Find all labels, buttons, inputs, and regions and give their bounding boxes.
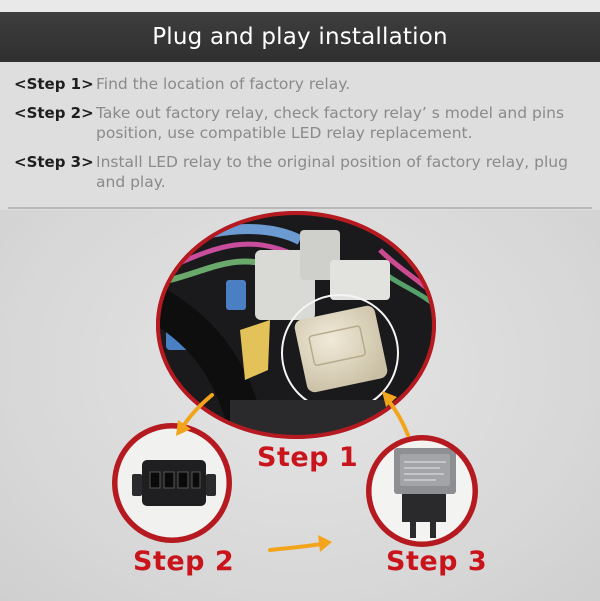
relay-pins-photo: [112, 423, 232, 543]
led-relay-photo: [366, 435, 478, 547]
steps-list: <Step 1> Find the location of factory re…: [14, 74, 594, 201]
step-1-label: Step 1: [257, 442, 359, 473]
installation-illustration: Step 1 Step 2 Step 3: [0, 210, 600, 601]
step-3-label: Step 3: [386, 546, 488, 577]
page-title: Plug and play installation: [152, 24, 448, 50]
section-divider: [8, 207, 592, 209]
title-banner: Plug and play installation: [0, 0, 600, 62]
step-tag-2: <Step 2>: [14, 104, 94, 122]
step-text-3: Install LED relay to the original positi…: [96, 153, 568, 191]
step-tag-1: <Step 1>: [14, 75, 94, 93]
step-text-2: Take out factory relay, check factory re…: [96, 104, 565, 142]
step-item-1: <Step 1> Find the location of factory re…: [14, 74, 594, 94]
arrow-to-step2-icon: [176, 393, 214, 436]
step-item-2: <Step 2> Take out factory relay, check f…: [14, 103, 594, 143]
illustration-drawing: [112, 211, 478, 552]
step-text-1: Find the location of factory relay.: [96, 75, 351, 93]
step-item-3: <Step 3> Install LED relay to the origin…: [14, 152, 594, 192]
step-tag-3: <Step 3>: [14, 153, 94, 171]
arrow-step2-to-step3-icon: [268, 535, 332, 552]
arrow-to-relay-icon: [382, 391, 410, 437]
step-2-label: Step 2: [133, 546, 235, 577]
